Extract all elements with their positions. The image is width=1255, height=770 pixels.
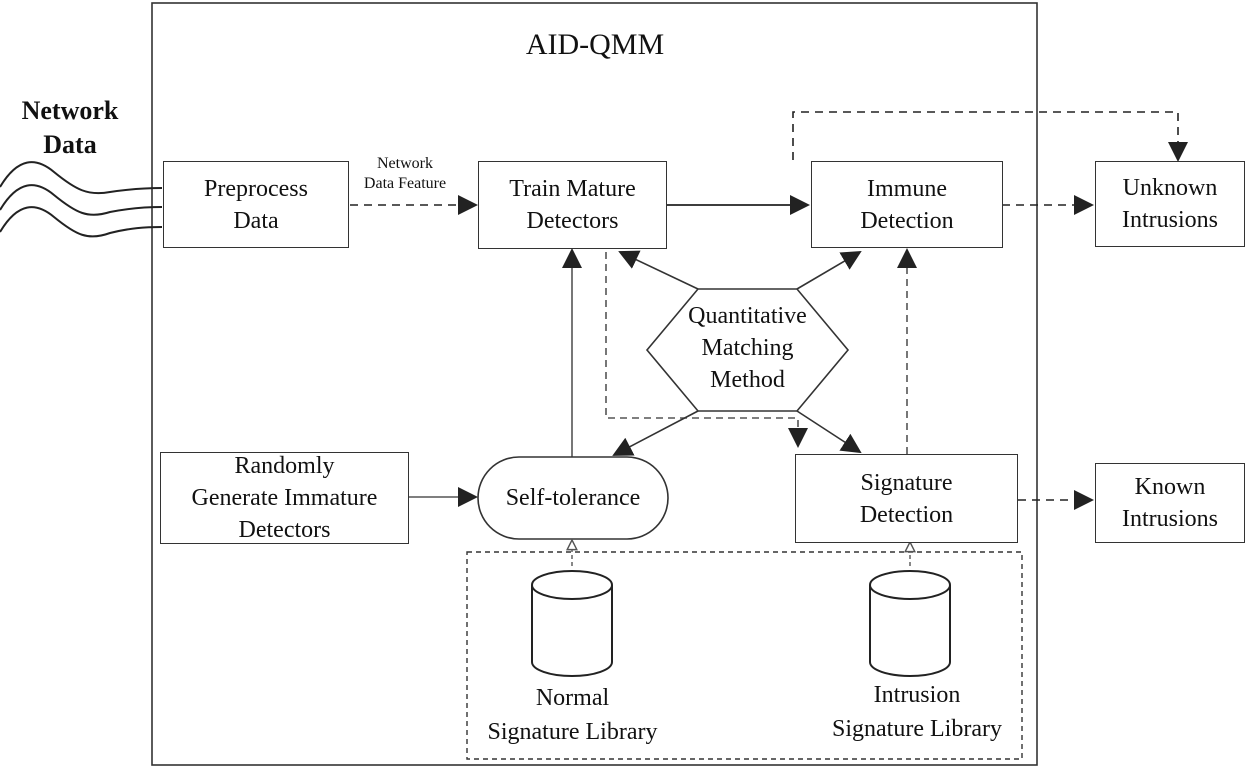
preprocess-data-box: Preprocess Data (163, 161, 349, 248)
quantitative-matching-hexagon (645, 288, 850, 412)
known-intrusions-box: Known Intrusions (1095, 463, 1245, 543)
normal-db-icon (531, 570, 613, 677)
diagram-title: AID-QMM (525, 28, 665, 61)
self-tolerance-label: Self-tolerance (505, 485, 641, 511)
randomly-generate-immature-detectors-box: Randomly Generate Immature Detectors (160, 452, 409, 544)
intrusion-db-icon (869, 570, 951, 677)
train-mature-detectors-box: Train Mature Detectors (478, 161, 667, 249)
edge-quant-selftol (612, 410, 699, 456)
edge-immune-unknown-loop (792, 111, 1188, 162)
normal-signature-library-label: Normal Signature Library (487, 685, 658, 745)
edge-quant-immune (796, 250, 862, 290)
library-container (466, 551, 1023, 760)
intrusion-signature-library-label: Intrusion Signature Library (832, 682, 1002, 742)
quantitative-matching-method-label: Quantitative Matching Method (688, 303, 807, 393)
network-data-label: Network Data (21, 96, 119, 159)
edge-train-signature (605, 252, 808, 448)
edge-quant-signature (796, 410, 862, 454)
unknown-intrusions-box: Unknown Intrusions (1095, 161, 1245, 247)
system-boundary (151, 2, 1038, 766)
network-data-waves (0, 161, 163, 238)
edge-quant-train (618, 250, 699, 290)
network-data-feature-label: Network Data Feature (363, 155, 447, 192)
signature-detection-box: Signature Detection (795, 454, 1018, 543)
immune-detection-box: Immune Detection (811, 161, 1003, 248)
